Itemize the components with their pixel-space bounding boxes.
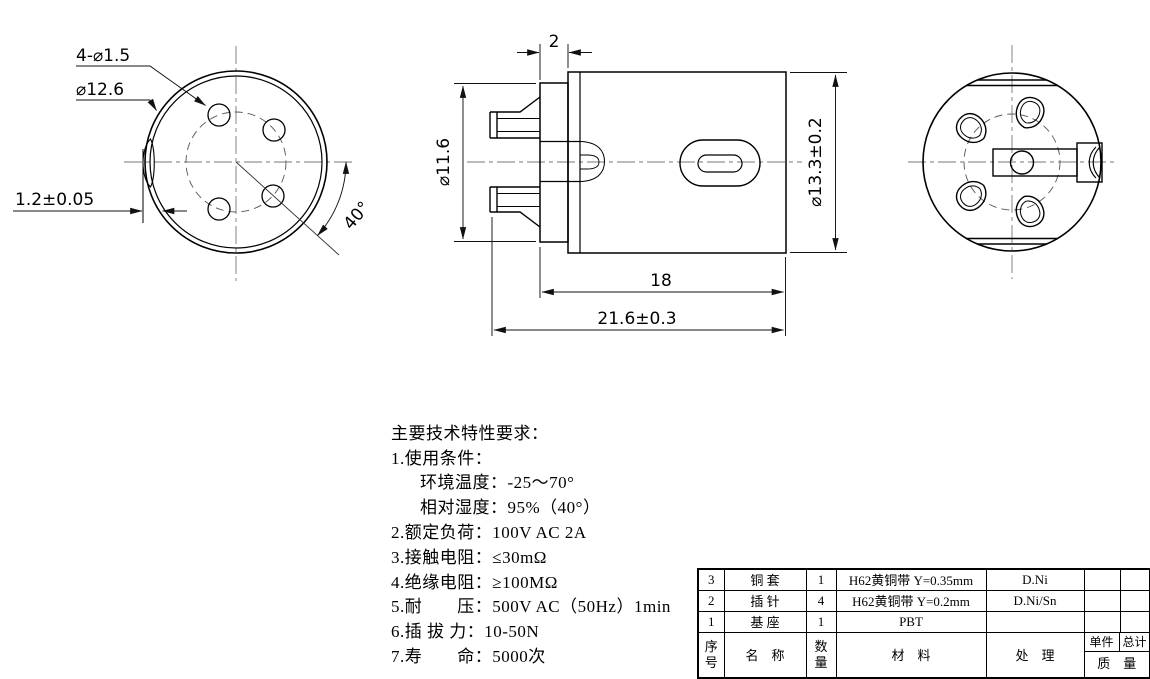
side-center-post xyxy=(540,140,606,183)
rear-view xyxy=(908,45,1117,279)
rear-socket-contacts xyxy=(955,96,1045,228)
header-process: 处 理 xyxy=(985,631,1085,679)
parts-table: 3 铜 套 1 H62黄铜带 Y=0.35mm D.Ni 2 插 针 4 H62… xyxy=(697,568,1150,679)
dim-body-diameter: ⌀13.3±0.2 xyxy=(806,117,826,206)
header-seq: 序 号 xyxy=(697,631,725,679)
dim-hole-count: 4-⌀1.5 xyxy=(76,46,130,66)
dim-flange-thickness: 2 xyxy=(549,32,560,52)
cell-unit-mass xyxy=(1083,589,1121,612)
dim-body-length: 18 xyxy=(650,271,672,291)
side-view: 2 ⌀11.6 ⌀13.3±0.2 18 21.6±0.3 xyxy=(434,32,847,336)
cell-material: H62黄铜带 Y=0.35mm xyxy=(835,568,987,591)
header-name: 名 称 xyxy=(723,631,807,679)
parts-header-row: 序 号 名 称 数 量 材 料 处 理 单件 总计 质 量 xyxy=(697,631,1150,679)
front-angle-line xyxy=(235,161,340,256)
cell-seq: 2 xyxy=(697,589,725,612)
cell-process: D.Ni/Sn xyxy=(985,589,1085,612)
header-mass-split: 单件 总计 xyxy=(1085,633,1149,653)
cell-seq: 1 xyxy=(697,610,725,633)
front-pin-holes xyxy=(207,103,286,221)
cell-total-mass xyxy=(1119,610,1150,633)
cell-process: D.Ni xyxy=(985,568,1085,591)
cell-seq: 3 xyxy=(697,568,725,591)
header-total-mass: 总计 xyxy=(1122,635,1147,650)
dim-flat-depth: 1.2±0.05 xyxy=(15,190,94,210)
cell-qty: 4 xyxy=(805,589,837,612)
front-view: 4-⌀1.5 ⌀12.6 1.2±0.05 40° xyxy=(13,46,375,281)
parts-row-3: 3 铜 套 1 H62黄铜带 Y=0.35mm D.Ni xyxy=(697,568,1150,591)
cell-total-mass xyxy=(1119,568,1150,591)
front-centerlines xyxy=(124,46,352,281)
cell-name: 基 座 xyxy=(723,610,807,633)
cell-total-mass xyxy=(1119,589,1150,612)
cell-material: PBT xyxy=(835,610,987,633)
dim-flange-diameter: ⌀11.6 xyxy=(434,138,454,186)
dim-angle: 40° xyxy=(340,198,375,234)
header-mass-group: 单件 总计 质 量 xyxy=(1083,631,1150,679)
rear-outer-circle xyxy=(922,72,1102,252)
dim-overall-length: 21.6±0.3 xyxy=(597,309,676,329)
header-mass-label: 质 量 xyxy=(1097,656,1137,672)
rear-centerlines xyxy=(908,45,1117,279)
cell-material: H62黄铜带 Y=0.2mm xyxy=(835,589,987,612)
side-dimension-lines xyxy=(454,44,847,336)
cell-unit-mass xyxy=(1083,568,1121,591)
cell-process xyxy=(985,610,1085,633)
header-material: 材 料 xyxy=(835,631,987,679)
cell-qty: 1 xyxy=(805,568,837,591)
front-dimension-lines xyxy=(13,65,350,236)
header-unit-mass: 单件 xyxy=(1085,633,1120,652)
cell-name: 铜 套 xyxy=(723,568,807,591)
parts-row-2: 2 插 针 4 H62黄铜带 Y=0.2mm D.Ni/Sn xyxy=(697,589,1150,612)
front-key-flat xyxy=(142,138,155,188)
side-slot xyxy=(679,139,761,187)
rear-key-slot xyxy=(992,142,1103,183)
rear-bolt-circle xyxy=(963,113,1061,211)
header-qty: 数 量 xyxy=(805,631,837,679)
side-pins xyxy=(489,96,541,228)
cell-name: 插 针 xyxy=(723,589,807,612)
parts-row-1: 1 基 座 1 PBT xyxy=(697,610,1150,633)
front-bolt-circle xyxy=(185,111,287,213)
cell-qty: 1 xyxy=(805,610,837,633)
cell-unit-mass xyxy=(1083,610,1121,633)
rear-flats xyxy=(966,79,1058,245)
side-body xyxy=(539,71,787,254)
dim-bolt-circle: ⌀12.6 xyxy=(76,80,124,100)
